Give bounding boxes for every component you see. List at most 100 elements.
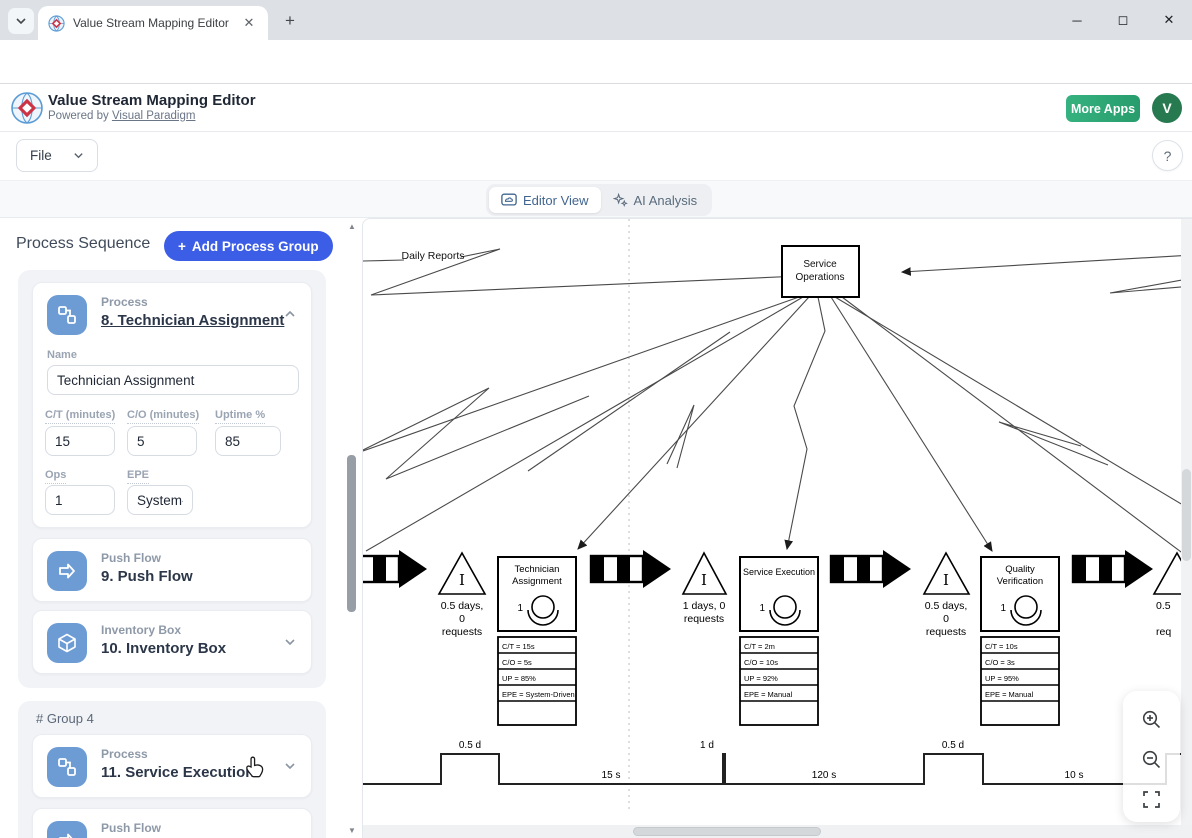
- name-label: Name: [47, 349, 77, 361]
- co-label: C/O (minutes): [127, 409, 200, 424]
- svg-text:C/O = 3s: C/O = 3s: [985, 658, 1015, 667]
- browser-tab[interactable]: Value Stream Mapping Editor ✕: [38, 6, 268, 40]
- tab-title: Value Stream Mapping Editor: [73, 16, 229, 30]
- visual-paradigm-logo[interactable]: [10, 91, 44, 125]
- visual-paradigm-link[interactable]: Visual Paradigm: [111, 110, 196, 122]
- cube-glyph: [58, 633, 76, 653]
- inventory-1[interactable]: I 0.5 days, 0 requests: [437, 551, 487, 638]
- zoom-out-button[interactable]: [1137, 745, 1165, 773]
- process-glyph: [58, 758, 76, 776]
- inventory-box-icon: [47, 623, 87, 663]
- svg-text:UP = 95%: UP = 95%: [985, 674, 1019, 683]
- svg-text:1: 1: [1000, 603, 1006, 614]
- more-apps-button[interactable]: More Apps: [1066, 95, 1140, 122]
- canvas-hscrollbar[interactable]: [363, 825, 1192, 838]
- epe-field[interactable]: [127, 485, 193, 515]
- svg-text:Service Execution: Service Execution: [743, 567, 815, 577]
- file-menu-button[interactable]: File: [16, 139, 98, 172]
- card-title[interactable]: 8. Technician Assignment: [101, 312, 285, 329]
- svg-text:UP = 85%: UP = 85%: [502, 674, 536, 683]
- maximize-icon[interactable]: ◻: [1117, 12, 1129, 27]
- chevron-down-icon: [74, 153, 83, 159]
- svg-text:1 days, 0: 1 days, 0: [683, 600, 726, 612]
- card-type-label: Push Flow: [101, 821, 161, 835]
- new-tab-button[interactable]: +: [285, 11, 295, 30]
- editor-view-icon: [501, 193, 517, 206]
- inventory-2[interactable]: I 1 days, 0 requests: [681, 551, 728, 625]
- fullscreen-icon: [1142, 790, 1160, 808]
- scroll-down-arrow[interactable]: ▼: [348, 826, 356, 835]
- databox-technician-assignment[interactable]: C/T = 15s C/O = 5s UP = 85% EPE = System…: [497, 636, 577, 726]
- help-button[interactable]: ?: [1152, 140, 1183, 171]
- push-arrow-1[interactable]: [589, 548, 673, 590]
- svg-text:EPE = System-Driven: EPE = System-Driven: [502, 690, 575, 699]
- canvas-hscrollbar-thumb[interactable]: [633, 827, 821, 836]
- card-type-label: Inventory Box: [101, 623, 182, 637]
- chevron-up-icon[interactable]: [283, 307, 297, 321]
- svg-text:I: I: [701, 571, 707, 589]
- user-avatar[interactable]: V: [1152, 93, 1182, 123]
- tab-close-icon[interactable]: ✕: [243, 15, 255, 30]
- chevron-down-icon: [16, 18, 26, 25]
- chevron-down-icon[interactable]: [283, 635, 297, 649]
- svg-text:0.5 days,: 0.5 days,: [925, 600, 968, 612]
- svg-text:Technician: Technician: [515, 564, 560, 575]
- svg-text:C/O = 10s: C/O = 10s: [744, 658, 778, 667]
- card-push-flow-9[interactable]: Push Flow 9. Push Flow: [32, 538, 312, 602]
- svg-text:0.5 d: 0.5 d: [459, 740, 481, 751]
- ct-field[interactable]: [45, 426, 115, 456]
- svg-text:I: I: [459, 571, 465, 589]
- card-inventory-10[interactable]: Inventory Box 10. Inventory Box: [32, 610, 312, 674]
- svg-text:1: 1: [759, 603, 765, 614]
- push-arrow-0[interactable]: [363, 548, 429, 590]
- chevron-down-icon[interactable]: [283, 759, 297, 773]
- svg-text:I: I: [943, 571, 949, 589]
- databox-quality-verification[interactable]: C/T = 10s C/O = 3s UP = 95% EPE = Manual: [980, 636, 1060, 726]
- card-title[interactable]: 9. Push Flow: [101, 568, 193, 585]
- daily-reports-label[interactable]: Daily Reports: [401, 250, 464, 262]
- svg-text:0: 0: [943, 613, 949, 625]
- uptime-field[interactable]: [215, 426, 281, 456]
- svg-text:C/T = 10s: C/T = 10s: [985, 642, 1018, 651]
- inventory-3[interactable]: I 0.5 days, 0 requests: [922, 551, 971, 638]
- card-push-flow-12[interactable]: Push Flow: [32, 808, 312, 838]
- card-title[interactable]: 11. Service Execution: [101, 764, 255, 781]
- node-technician-assignment[interactable]: Technician Assignment 1: [497, 556, 577, 632]
- node-quality-verification[interactable]: Quality Verification 1: [980, 556, 1060, 632]
- co-field[interactable]: [127, 426, 197, 456]
- card-title[interactable]: 10. Inventory Box: [101, 640, 227, 657]
- scroll-up-arrow[interactable]: ▲: [348, 222, 356, 231]
- tab-search-button[interactable]: [8, 8, 34, 34]
- sidebar-scrollbar-thumb[interactable]: [347, 455, 356, 612]
- information-flow-lines[interactable]: [363, 248, 1192, 561]
- card-process-8[interactable]: Process 8. Technician Assignment Name C/…: [32, 282, 312, 528]
- tab-editor-view[interactable]: Editor View: [489, 187, 601, 213]
- ops-field[interactable]: [45, 485, 115, 515]
- name-field[interactable]: [47, 365, 299, 395]
- fullscreen-button[interactable]: [1137, 785, 1165, 813]
- add-process-group-button[interactable]: + Add Process Group: [164, 231, 333, 261]
- svg-text:req: req: [1156, 626, 1171, 638]
- favicon-visual-paradigm: [48, 14, 65, 32]
- minimize-icon[interactable]: ─: [1072, 12, 1082, 28]
- push-arrow-2[interactable]: [829, 548, 913, 590]
- menu-row: File ?: [0, 132, 1192, 180]
- svg-text:EPE = Manual: EPE = Manual: [985, 690, 1033, 699]
- node-service-execution[interactable]: Service Execution 1: [739, 556, 819, 632]
- timeline[interactable]: 0.5 d 15 s 1 d 120 s 0.5 d 10 s: [363, 740, 1192, 785]
- zoom-in-button[interactable]: [1137, 705, 1165, 733]
- push-arrow-3[interactable]: [1071, 548, 1155, 590]
- card-type-label: Process: [101, 747, 148, 761]
- vsm-diagram-canvas[interactable]: Daily Reports Service Operations I 0.5 d…: [362, 218, 1192, 838]
- epe-label: EPE: [127, 469, 150, 484]
- canvas-vscrollbar[interactable]: [1181, 219, 1192, 825]
- node-service-operations[interactable]: Service Operations: [781, 245, 860, 298]
- svg-text:C/T = 15s: C/T = 15s: [502, 642, 535, 651]
- svg-text:Service: Service: [803, 259, 837, 270]
- browser-tab-strip: Value Stream Mapping Editor ✕ + ─ ◻ ✕: [0, 0, 1192, 40]
- card-process-11[interactable]: Process 11. Service Execution: [32, 734, 312, 798]
- tab-ai-analysis[interactable]: AI Analysis: [601, 187, 710, 213]
- canvas-vscrollbar-thumb[interactable]: [1182, 469, 1191, 561]
- databox-service-execution[interactable]: C/T = 2m C/O = 10s UP = 92% EPE = Manual: [739, 636, 819, 726]
- close-icon[interactable]: ✕: [1163, 12, 1175, 27]
